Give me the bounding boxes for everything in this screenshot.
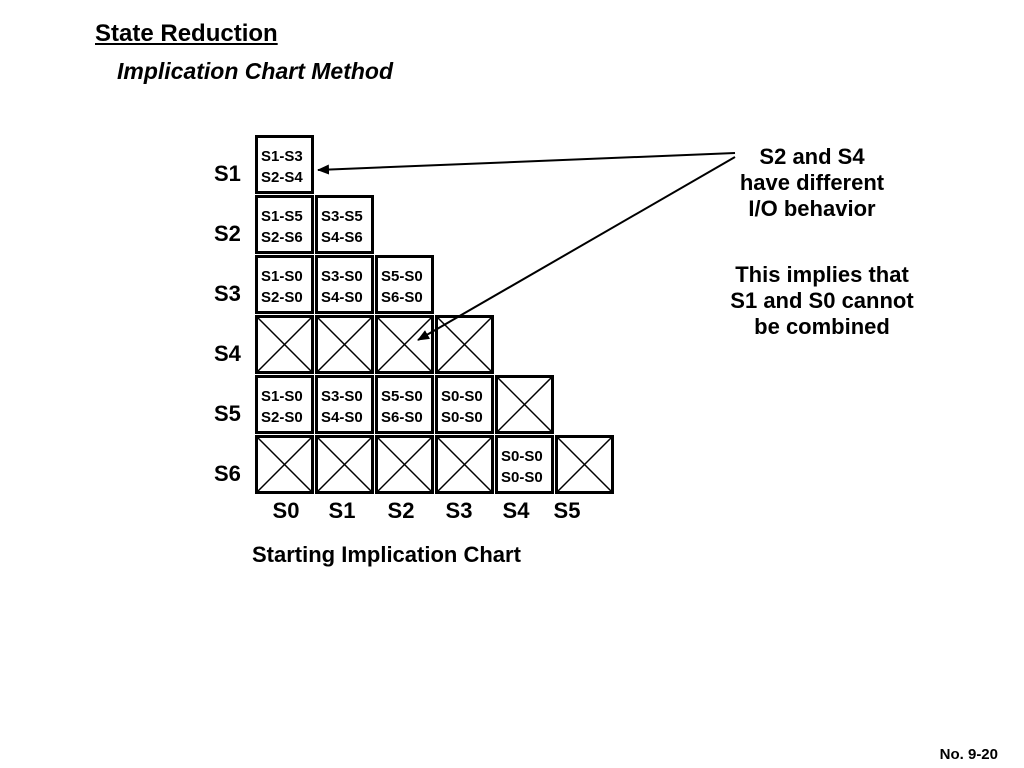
note-line: S2 and S4 (759, 144, 865, 169)
crossed-out-cell (375, 315, 434, 374)
cross-icon (258, 318, 311, 371)
implied-pair: S0-S0 (441, 388, 483, 405)
cross-icon (318, 438, 371, 491)
arrow-to-s1-s0-cell (317, 152, 736, 175)
implied-pair: S0-S0 (501, 448, 543, 465)
note-line: I/O behavior (748, 196, 876, 221)
implied-pair: S2-S6 (261, 229, 303, 246)
crossed-out-cell (555, 435, 614, 494)
row-label: S4 (214, 341, 241, 366)
note-line: S1 and S0 cannot (730, 288, 914, 313)
implied-pair: S4-S6 (321, 229, 363, 246)
implied-pair: S2-S0 (261, 289, 303, 306)
column-label: S2 (387, 498, 415, 523)
cross-icon (558, 438, 611, 491)
row-label: S1 (214, 161, 241, 186)
implied-pair: S1-S3 (261, 148, 303, 165)
arrow-to-s4-s2-cell (417, 156, 736, 341)
note-io-behavior: S2 and S4 have different I/O behavior (728, 144, 896, 222)
crossed-out-cell (315, 435, 374, 494)
implied-pair: S3-S0 (321, 388, 363, 405)
column-label: S5 (553, 498, 581, 523)
crossed-out-cell (255, 435, 314, 494)
implied-pair: S0-S0 (441, 409, 483, 426)
chart-caption: Starting Implication Chart (252, 542, 521, 567)
crossed-out-cell (495, 375, 554, 434)
implied-pair: S2-S4 (261, 169, 303, 186)
cross-icon (318, 318, 371, 371)
slide-subtitle: Implication Chart Method (117, 58, 393, 84)
note-implication: This implies that S1 and S0 cannot be co… (708, 262, 936, 340)
implied-pair: S5-S0 (381, 268, 423, 285)
implied-pair: S1-S0 (261, 388, 303, 405)
implied-pair: S3-S5 (321, 208, 363, 225)
column-label: S4 (502, 498, 530, 523)
cross-icon (438, 438, 491, 491)
note-line: have different (739, 170, 885, 195)
implied-pair: S1-S5 (261, 208, 303, 225)
row-label: S6 (214, 461, 241, 486)
implied-pair: S5-S0 (381, 388, 423, 405)
implied-pair: S6-S0 (381, 409, 423, 426)
implied-pair: S4-S0 (321, 289, 363, 306)
note-line: This implies that (735, 262, 909, 287)
page-number: No. 9-20 (939, 746, 998, 763)
implied-pair: S2-S0 (261, 409, 303, 426)
cross-icon (378, 318, 431, 371)
note-line: be combined (754, 314, 890, 339)
cross-icon (498, 378, 551, 431)
implied-pair: S3-S0 (321, 268, 363, 285)
implied-pair: S0-S0 (501, 469, 543, 486)
implied-pair: S1-S0 (261, 268, 303, 285)
crossed-out-cell (375, 435, 434, 494)
column-label: S1 (328, 498, 356, 523)
implied-pair: S4-S0 (321, 409, 363, 426)
column-label: S0 (272, 498, 300, 523)
crossed-out-cell (435, 435, 494, 494)
column-label: S3 (445, 498, 473, 523)
cross-icon (258, 438, 311, 491)
cross-icon (378, 438, 431, 491)
row-label: S5 (214, 401, 241, 426)
implied-pair: S6-S0 (381, 289, 423, 306)
row-label: S3 (214, 281, 241, 306)
crossed-out-cell (315, 315, 374, 374)
cross-icon (438, 318, 491, 371)
slide-title: State Reduction (95, 20, 278, 47)
crossed-out-cell (255, 315, 314, 374)
row-label: S2 (214, 221, 241, 246)
